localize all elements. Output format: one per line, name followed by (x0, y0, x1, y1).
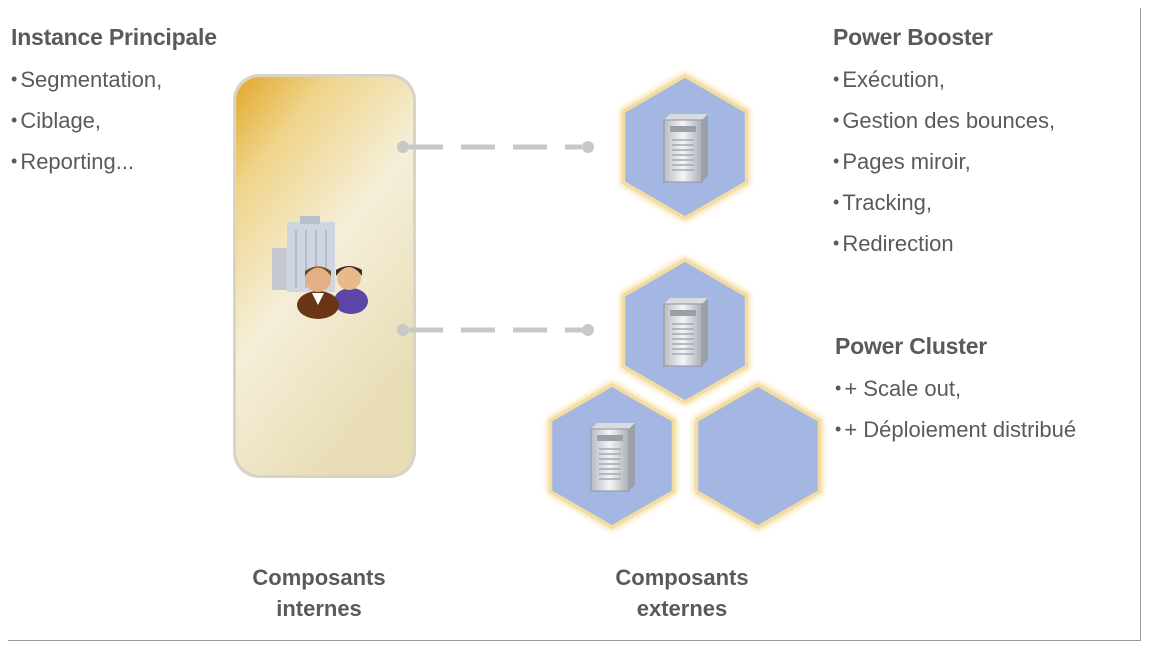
power-booster-block: Power Booster •Exécution, •Gestion des b… (833, 24, 1055, 264)
frame-bottom-border (8, 640, 1141, 641)
list-item: •Pages miroir, (833, 149, 971, 174)
list-item: •Redirection (833, 231, 954, 256)
list-item: •+ Déploiement distribué (835, 417, 1077, 442)
list-item: •Segmentation, (11, 67, 163, 92)
bullet-icon: • (833, 192, 840, 212)
list-item: •Reporting... (11, 149, 135, 174)
cluster-feature-list: •+ Scale out, •+ Déploiement distribué (835, 368, 1076, 450)
booster-feature-list: •Exécution, •Gestion des bounces, •Pages… (833, 59, 1055, 264)
list-item: •Tracking, (833, 190, 932, 215)
bullet-icon: • (833, 110, 840, 130)
list-item: •+ Scale out, (835, 376, 962, 401)
hexagon-power-booster (620, 72, 750, 222)
hexagon-cluster-node-top (620, 256, 750, 406)
server-icon (663, 298, 708, 367)
bullet-icon: • (835, 378, 842, 398)
power-cluster-block: Power Cluster •+ Scale out, •+ Déploieme… (835, 333, 1076, 450)
caption-internal-components: Composants internes (252, 565, 386, 621)
server-icon (663, 114, 708, 183)
bullet-icon: • (833, 69, 840, 89)
server-icon (590, 423, 635, 492)
hexagon-cluster-node-right (693, 381, 823, 531)
booster-title: Power Booster (833, 24, 993, 50)
list-item: •Gestion des bounces, (833, 108, 1056, 133)
bullet-icon: • (835, 419, 842, 439)
caption-external-components: Composants externes (615, 565, 749, 621)
connector-top (397, 141, 594, 153)
bullet-icon: • (833, 151, 840, 171)
frame-right-border (1140, 8, 1141, 641)
list-item: •Ciblage, (11, 108, 102, 133)
bullet-icon: • (11, 151, 18, 171)
connector-bottom (397, 324, 594, 336)
bullet-icon: • (11, 110, 18, 130)
instance-title: Instance Principale (11, 24, 217, 50)
users-building-icon (272, 216, 368, 319)
cluster-title: Power Cluster (835, 333, 988, 359)
instance-feature-list: •Segmentation, •Ciblage, •Reporting... (11, 59, 217, 182)
list-item: •Exécution, (833, 67, 946, 92)
bullet-icon: • (11, 69, 18, 89)
instance-principale-block: Instance Principale •Segmentation, •Cibl… (11, 24, 217, 182)
bullet-icon: • (833, 233, 840, 253)
hexagon-cluster-node-left (547, 381, 677, 531)
